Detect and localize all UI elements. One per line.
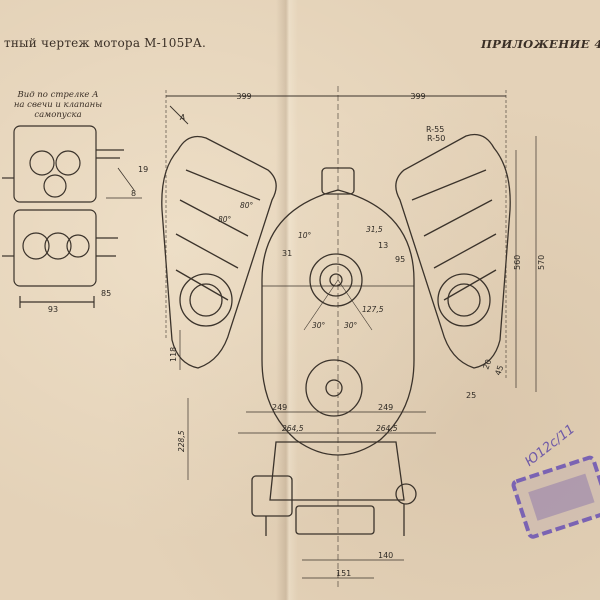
angle-80-a: 80° bbox=[218, 215, 232, 224]
dim-570: 570 bbox=[537, 255, 546, 270]
right-cylinder-bank bbox=[395, 133, 511, 369]
dim-311: 31 bbox=[282, 249, 292, 258]
side-view-lower-block bbox=[13, 209, 97, 287]
dim-249-left: 249 bbox=[272, 403, 287, 412]
dim-95: 95 bbox=[395, 255, 405, 264]
dim-20: 20 bbox=[481, 358, 493, 371]
dim-249-right: 249 bbox=[378, 403, 393, 412]
dim-151: 151 bbox=[336, 569, 351, 578]
dim-r55: R-55 bbox=[426, 125, 444, 134]
dim-45: 45 bbox=[493, 364, 505, 377]
dim-118: 118 bbox=[169, 347, 178, 362]
dim-side-19: 19 bbox=[138, 165, 148, 174]
caption-line-1: Вид по стрелке А bbox=[17, 90, 99, 100]
dim-25: 25 bbox=[466, 391, 476, 400]
angle-30-left: 30° bbox=[312, 321, 326, 330]
angle-80-b: 80° bbox=[240, 201, 254, 210]
dim-r50: R-50 bbox=[427, 134, 445, 143]
drawing-title: тный чертеж мотора М-105РА. bbox=[4, 36, 207, 50]
dim-399-left: 399 bbox=[236, 92, 251, 101]
dim-side-85: 85 bbox=[101, 289, 111, 298]
dim-264-5-left: 264,5 bbox=[282, 424, 304, 433]
dim-264-5-right: 264,5 bbox=[376, 424, 398, 433]
side-view-caption: Вид по стрелке А на свечи и клапаны само… bbox=[6, 90, 110, 120]
archive-stamp bbox=[511, 455, 600, 539]
angle-10: 10° bbox=[298, 231, 312, 240]
dim-127-5: 127,5 bbox=[362, 305, 384, 314]
side-view-upper-block bbox=[13, 125, 97, 203]
angle-30-right: 30° bbox=[344, 321, 358, 330]
reduction-gear-hub bbox=[309, 253, 363, 307]
caption-line-2: на свечи и клапаны bbox=[13, 100, 103, 110]
stamp-frame bbox=[511, 455, 600, 539]
caption-line-3: самопуска bbox=[34, 110, 82, 120]
arrow-a-label: А bbox=[179, 113, 185, 122]
dim-560: 560 bbox=[513, 255, 522, 270]
left-cylinder-bank bbox=[161, 135, 277, 369]
dim-31-5: 31,5 bbox=[366, 225, 383, 234]
dim-side-93: 93 bbox=[48, 305, 58, 314]
crankcase bbox=[261, 189, 415, 456]
side-view bbox=[2, 125, 142, 308]
appendix-label: ПРИЛОЖЕНИЕ 4. bbox=[481, 37, 600, 51]
dim-140: 140 bbox=[378, 551, 393, 560]
stamp-ink bbox=[528, 473, 595, 521]
dim-13: 13 bbox=[378, 241, 388, 250]
front-view bbox=[161, 86, 537, 590]
dim-228-5: 228,5 bbox=[177, 430, 186, 452]
page-fold bbox=[276, 0, 298, 600]
dim-side-8: 8 bbox=[131, 189, 136, 198]
dim-399-right: 399 bbox=[410, 92, 425, 101]
